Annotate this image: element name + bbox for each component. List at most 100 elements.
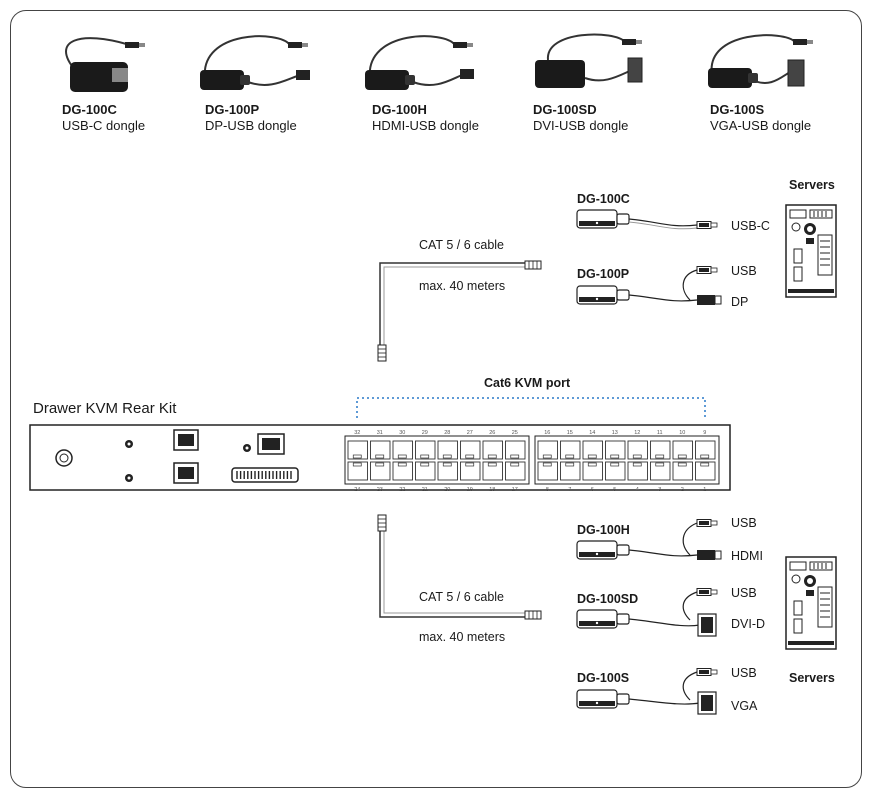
connector-dvid: DVI-D [731, 617, 766, 631]
rj45-port [672, 461, 693, 481]
port-latch [542, 462, 552, 467]
port-number: 5 [613, 487, 616, 493]
caption-desc: DP-USB dongle [205, 118, 297, 133]
connector-usb: USB [731, 666, 757, 680]
port-number: 20 [444, 487, 450, 493]
connector-usb: USB [731, 264, 757, 278]
servers-label-lower: Servers [789, 671, 835, 685]
port-number: 25 [512, 430, 518, 436]
port-latch [487, 462, 497, 467]
port-number: 8 [546, 487, 549, 493]
port-number: 11 [657, 430, 663, 436]
port-number: 3 [658, 487, 661, 493]
dongle-photo-dg100sd [535, 33, 643, 88]
port-latch [352, 454, 362, 459]
dongle-photo-dg100h [365, 35, 474, 90]
port-latch [375, 462, 385, 467]
rj45-port [627, 440, 648, 460]
rj45-port [347, 461, 368, 481]
port-latch [420, 454, 430, 459]
port-latch [510, 462, 520, 467]
port-latch [397, 462, 407, 467]
port-latch [700, 462, 710, 467]
lower-cable-type: CAT 5 / 6 cable [419, 590, 504, 604]
rj45-port [415, 440, 436, 460]
port-number: 12 [634, 430, 640, 436]
port-latch [465, 462, 475, 467]
port-latch [700, 454, 710, 459]
rj45-port [347, 440, 368, 460]
caption-model: DG-100H [372, 102, 427, 117]
port-number: 27 [467, 430, 473, 436]
rj45-port [370, 461, 391, 481]
rj45-port [582, 440, 603, 460]
port-number: 24 [354, 487, 360, 493]
servers-label-upper: Servers [789, 178, 835, 192]
upper-cable-type: CAT 5 / 6 cable [419, 238, 504, 252]
rj45-port [437, 440, 458, 460]
port-number: 15 [567, 430, 573, 436]
port-latch [397, 454, 407, 459]
rj45-port [392, 461, 413, 481]
port-latch [352, 462, 362, 467]
adapter-model-dg100h: DG-100H [577, 523, 630, 537]
rj45-port [650, 461, 671, 481]
rj45-port [560, 440, 581, 460]
port-number: 31 [377, 430, 383, 436]
kit-title: Drawer KVM Rear Kit [33, 400, 177, 417]
server-lower [785, 556, 837, 650]
port-latch [610, 462, 620, 467]
port-number: 14 [589, 430, 595, 436]
adapter-model-dg100s: DG-100S [577, 671, 630, 685]
caption-desc: USB-C dongle [62, 118, 146, 133]
rj45-port [505, 461, 526, 481]
caption-model: DG-100S [710, 102, 765, 117]
rj45-port [605, 440, 626, 460]
port-number: 19 [467, 487, 473, 493]
upper-cat-cable [377, 260, 542, 362]
rj45-port [605, 461, 626, 481]
rj45-port [582, 461, 603, 481]
rj45-port [437, 461, 458, 481]
port-number: 18 [489, 487, 495, 493]
adapter-outline-dg100sd [576, 588, 718, 637]
caption-model: DG-100SD [533, 102, 597, 117]
caption-dg100s: DG-100S VGA-USB dongle [710, 102, 811, 134]
rj45-port [505, 440, 526, 460]
port-latch [487, 454, 497, 459]
rj45-port [695, 440, 716, 460]
port-latch [632, 454, 642, 459]
caption-desc: DVI-USB dongle [533, 118, 629, 133]
dongle-photo-dg100c [65, 37, 145, 92]
rj45-port [370, 440, 391, 460]
rj45-port-grid: 3224312330222921282027192618251716815714… [344, 430, 720, 493]
port-number: 9 [703, 430, 706, 436]
rj45-port [627, 461, 648, 481]
adapter-model-dg100p: DG-100P [577, 267, 630, 281]
port-number: 29 [422, 430, 428, 436]
rj45-port [392, 440, 413, 460]
lower-cat-cable [377, 514, 542, 620]
caption-dg100sd: DG-100SD DVI-USB dongle [533, 102, 628, 134]
port-latch [465, 454, 475, 459]
server-upper [785, 204, 837, 298]
port-number: 17 [512, 487, 518, 493]
dongle-photo-dg100p [200, 35, 310, 90]
port-number: 28 [444, 430, 450, 436]
port-latch [442, 462, 452, 467]
port-latch [442, 454, 452, 459]
port-bracket [356, 397, 706, 418]
port-number: 4 [636, 487, 639, 493]
port-number: 30 [399, 430, 405, 436]
port-latch [510, 454, 520, 459]
diagram-frame [10, 10, 862, 788]
adapter-model-dg100sd: DG-100SD [577, 592, 639, 606]
connector-vga: VGA [731, 699, 758, 713]
port-latch [677, 462, 687, 467]
adapter-outline-dg100c [576, 209, 718, 230]
caption-dg100h: DG-100H HDMI-USB dongle [372, 102, 479, 134]
caption-model: DG-100P [205, 102, 260, 117]
upper-cable-length: max. 40 meters [419, 279, 506, 293]
rj45-port [460, 461, 481, 481]
